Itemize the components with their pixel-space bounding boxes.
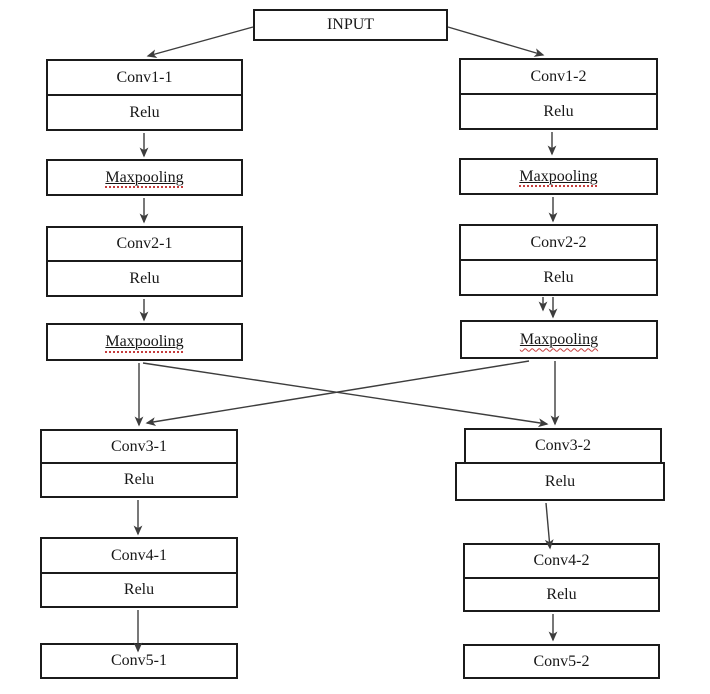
node-conv5-1: Conv5-1: [40, 643, 238, 679]
node-conv3-1-label: Conv3-1: [111, 437, 167, 455]
node-maxpooling2-2: Maxpooling: [460, 320, 658, 359]
node-relu3-1: Relu: [40, 462, 238, 498]
node-relu2-1: Relu: [46, 260, 243, 297]
node-conv4-2-label: Conv4-2: [533, 552, 590, 569]
edge-relu3-2-to-conv4-2: [544, 502, 554, 550]
edge-input-to-conv1-1: [146, 26, 254, 58]
node-conv5-1-label: Conv5-1: [111, 652, 167, 669]
node-conv5-2: Conv5-2: [463, 644, 660, 679]
node-relu3-1-label: Relu: [123, 471, 155, 488]
node-relu2-2: Relu: [459, 259, 658, 296]
node-conv2-2-label: Conv2-2: [530, 233, 587, 251]
node-conv1-1: Conv1-1: [46, 59, 243, 96]
node-conv1-1-label: Conv1-1: [116, 68, 173, 86]
node-relu2-2-label: Relu: [543, 268, 574, 286]
node-maxpooling2-1: Maxpooling: [46, 323, 243, 361]
node-maxpooling1-2: Maxpooling: [459, 158, 658, 195]
node-relu2-1-label: Relu: [129, 269, 160, 287]
node-conv2-2: Conv2-2: [459, 224, 658, 261]
node-maxpooling1-1-label: Maxpooling: [105, 168, 184, 186]
node-relu3-2-label: Relu: [544, 472, 576, 490]
node-relu1-2: Relu: [459, 93, 658, 130]
node-conv2-1-label: Conv2-1: [116, 235, 173, 252]
node-maxpooling1-1: Maxpooling: [46, 159, 243, 196]
node-conv3-2: Conv3-2: [464, 428, 662, 464]
node-maxpooling2-2-label: Maxpooling: [519, 330, 599, 348]
node-relu1-1-label: Relu: [129, 103, 160, 121]
node-relu4-1-label: Relu: [123, 581, 155, 598]
node-maxpooling1-2-label: Maxpooling: [519, 167, 598, 185]
node-conv4-2: Conv4-2: [463, 543, 660, 579]
node-conv1-2-label: Conv1-2: [530, 67, 587, 85]
node-input-label: INPUT: [326, 16, 375, 33]
node-conv3-1: Conv3-1: [40, 429, 238, 464]
node-input: INPUT: [253, 9, 448, 41]
node-conv1-2: Conv1-2: [459, 58, 658, 95]
node-relu4-2: Relu: [463, 577, 660, 612]
node-relu1-2-label: Relu: [543, 102, 574, 120]
node-conv4-1: Conv4-1: [40, 537, 238, 574]
node-conv3-2-label: Conv3-2: [535, 437, 591, 454]
node-relu3-2: Relu: [455, 462, 665, 501]
node-relu4-1: Relu: [40, 572, 238, 608]
node-conv5-2-label: Conv5-2: [533, 652, 590, 670]
node-maxpooling2-1-label: Maxpooling: [105, 333, 184, 350]
node-conv4-1-label: Conv4-1: [111, 546, 167, 564]
node-relu1-1: Relu: [46, 94, 243, 131]
edge-maxpooling2-2-to-conv3-1: [145, 360, 530, 426]
edge-maxpooling2-1-to-conv3-2: [142, 362, 549, 428]
node-conv2-1: Conv2-1: [46, 226, 243, 262]
edge-input-to-conv1-2: [447, 26, 545, 57]
node-relu4-2-label: Relu: [546, 585, 577, 603]
